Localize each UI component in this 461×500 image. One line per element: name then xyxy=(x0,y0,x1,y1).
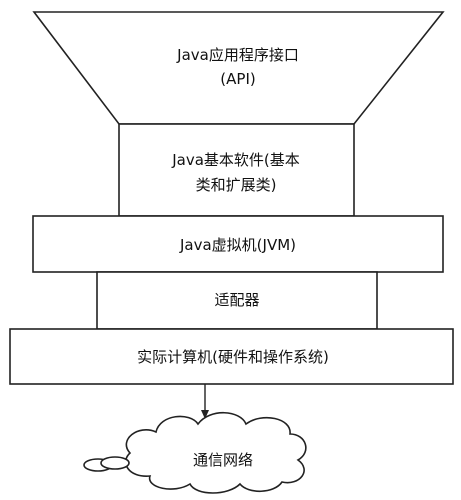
basic-software-label-line2: 类和扩展类) xyxy=(196,176,277,194)
basic-software-label-line1: Java基本软件(基本 xyxy=(171,151,300,169)
basic-software-layer: Java基本软件(基本 类和扩展类) xyxy=(118,123,355,217)
network-cloud: 通信网络 xyxy=(83,412,307,494)
jvm-box xyxy=(32,215,444,273)
cloud-shape xyxy=(125,412,307,494)
api-layer: Java应用程序接口 (API) xyxy=(32,11,445,125)
cloud-swirl-inner xyxy=(100,456,130,470)
computer-layer: 实际计算机(硬件和操作系统) xyxy=(9,328,454,385)
adapter-label: 适配器 xyxy=(214,291,259,309)
computer-box xyxy=(9,328,454,385)
connection-arrow xyxy=(201,384,209,419)
api-trapezoid xyxy=(32,11,445,125)
jvm-layer: Java虚拟机(JVM) xyxy=(32,215,444,273)
arrow-head xyxy=(201,410,209,419)
api-label-line2: (API) xyxy=(220,70,255,88)
basic-software-box xyxy=(118,123,355,217)
network-label: 通信网络 xyxy=(193,451,253,469)
computer-label: 实际计算机(硬件和操作系统) xyxy=(137,348,329,366)
adapter-box xyxy=(96,271,378,330)
api-label-line1: Java应用程序接口 xyxy=(176,46,299,64)
jvm-label: Java虚拟机(JVM) xyxy=(179,236,296,254)
adapter-layer: 适配器 xyxy=(96,271,378,330)
